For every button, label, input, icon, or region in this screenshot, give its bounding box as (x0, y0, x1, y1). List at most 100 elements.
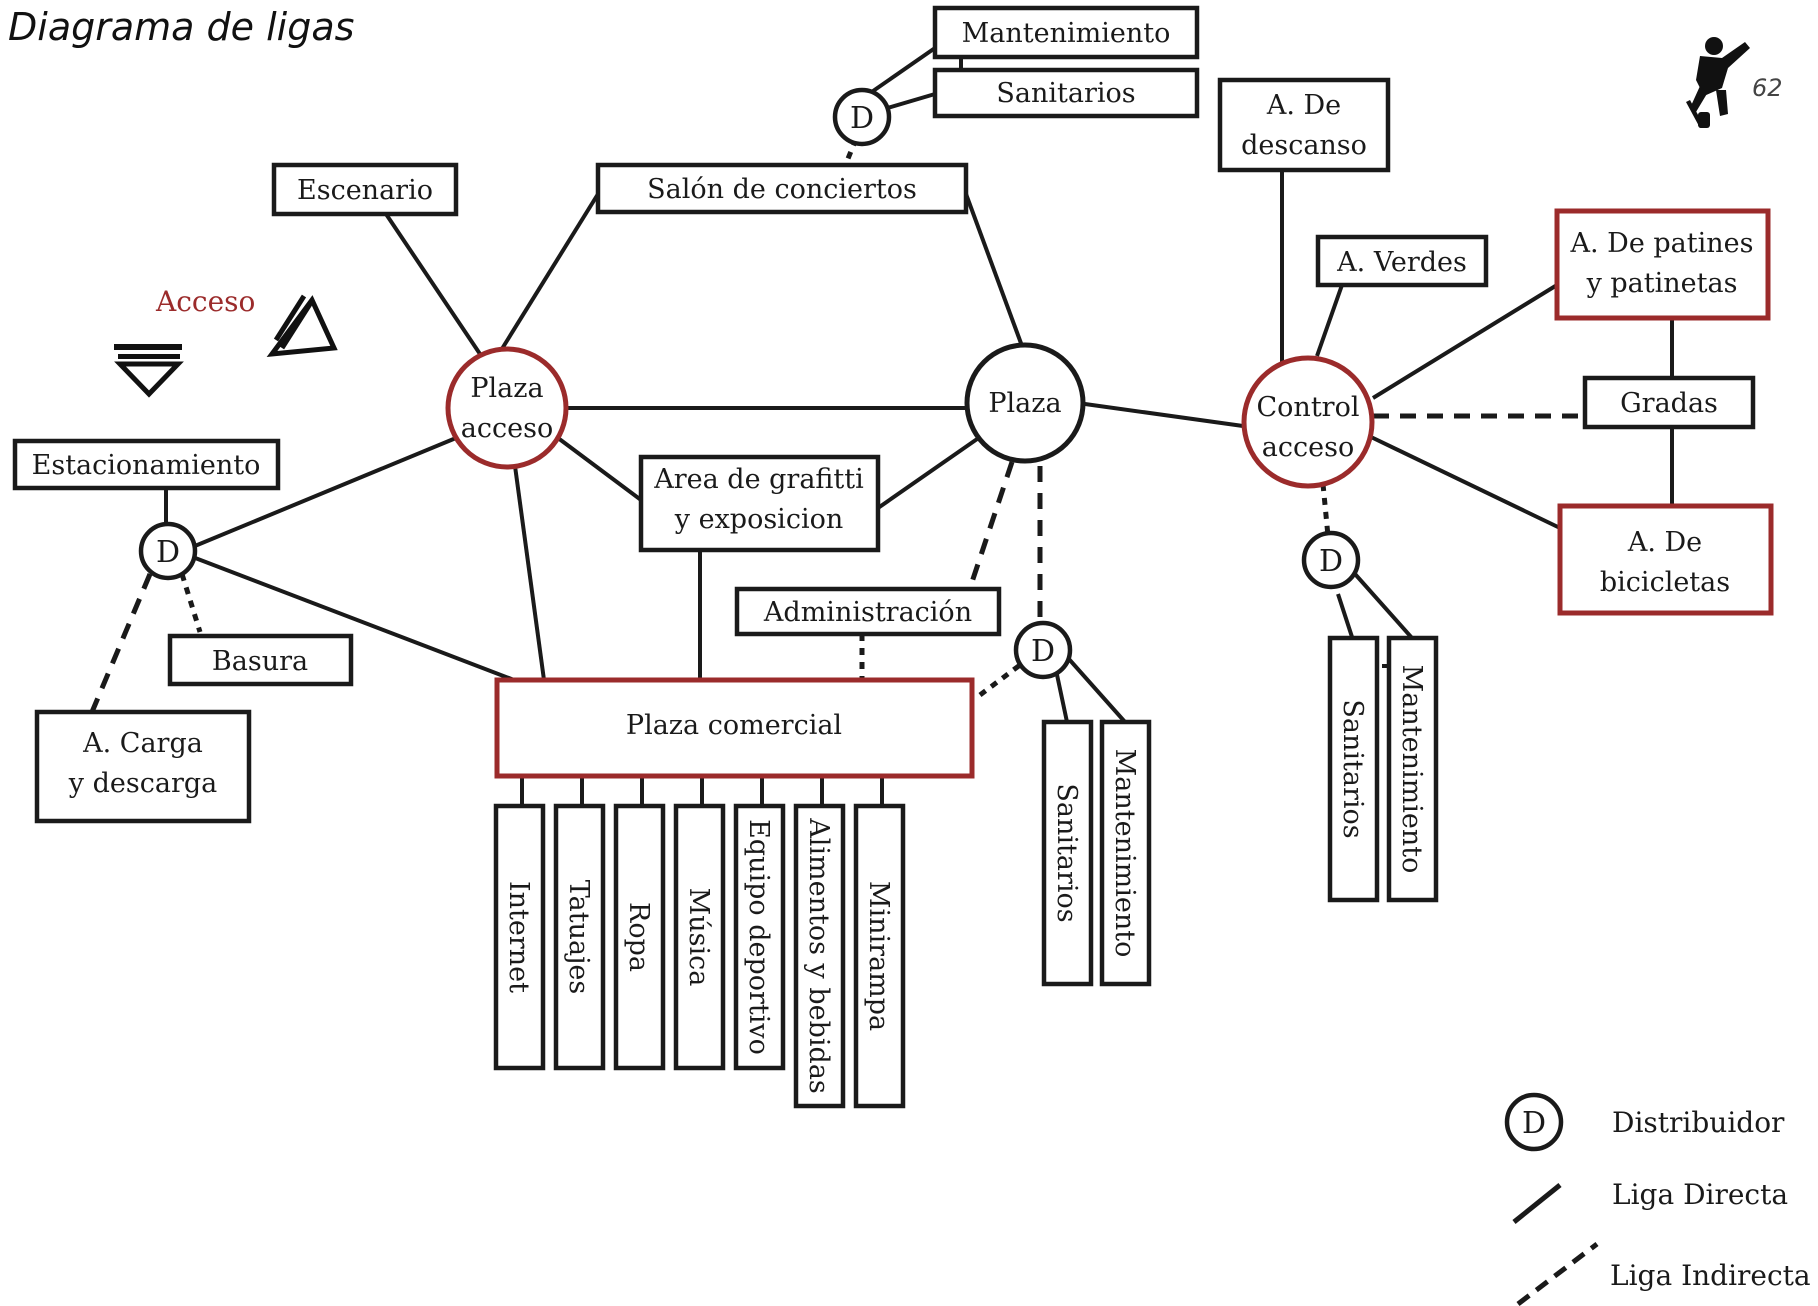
link-verdes-control (1315, 284, 1344, 357)
circle-plaza-acceso (445, 346, 569, 470)
legend-directa-label: Liga Directa (1612, 1178, 1788, 1211)
link-d-plaza-acceso (189, 436, 457, 550)
circle-control-acceso (1241, 355, 1375, 489)
direct-links (164, 46, 1674, 806)
box-minirampa (853, 803, 906, 1109)
box-mantenimiento-top (932, 5, 1200, 60)
indirect-links (89, 413, 1585, 713)
label-gradas: Gradas (1620, 388, 1718, 419)
legend-distributor-letter: D (1522, 1106, 1546, 1141)
label-descanso-1: A. De (1266, 90, 1341, 121)
box-basura (167, 633, 354, 687)
box-sanitarios-right (1327, 635, 1380, 903)
link-control-d-right (1320, 483, 1331, 537)
box-sanitarios-top (932, 67, 1200, 119)
access-label: Acceso (155, 285, 255, 318)
legend-indirecta-label: Liga Indirecta (1610, 1259, 1811, 1292)
label-grafitti-1: Area de grafitti (653, 464, 864, 495)
label-basura: Basura (212, 646, 308, 677)
skater-icon (1686, 37, 1750, 128)
label-patines-1: A. De patines (1570, 228, 1754, 259)
label-bicicletas-2: bicicletas (1600, 567, 1730, 598)
box-mantenimiento-right (1386, 635, 1439, 903)
label-control-acceso-1: Control (1257, 392, 1360, 423)
label-descanso-2: descanso (1241, 130, 1367, 161)
label-sanitarios-right: Sanitarios (1337, 699, 1368, 838)
link-d-mantenimiento-top (861, 46, 937, 100)
node-boxes (12, 5, 1756, 1109)
link-d-plaza-comercial (189, 554, 515, 682)
box-alimentos (793, 803, 846, 1109)
label-mantenimiento-right: Mantenimiento (1396, 665, 1427, 874)
box-gradas (1582, 375, 1756, 430)
link-plaza-acceso-comercial (513, 465, 546, 681)
label-mantenimiento-top: Mantenimiento (962, 18, 1171, 49)
access-arrow-down-icon (114, 344, 184, 398)
box-estacionamiento (12, 438, 281, 491)
label-plaza-comercial: Plaza comercial (626, 710, 842, 741)
link-comercial-d-mid (978, 663, 1022, 697)
box-equipo (733, 803, 786, 1071)
label-carga-2: y descarga (68, 768, 217, 799)
distributor-top-letter: D (850, 101, 874, 136)
link-control-bicicletas (1370, 435, 1561, 530)
box-sanitarios-mid (1041, 719, 1094, 987)
label-carga-1: A. Carga (82, 728, 203, 759)
link-d-basura (179, 573, 203, 633)
link-d-mantenimiento-mid (1066, 656, 1127, 724)
legend-indirect-line (1516, 1242, 1599, 1306)
box-ropa (613, 803, 666, 1071)
label-sanitarios-top: Sanitarios (996, 78, 1135, 109)
label-mantenimiento-mid: Mantenimiento (1109, 749, 1140, 958)
label-plaza-acceso-2: acceso (461, 413, 553, 444)
legend-distributor-symbol (1504, 1092, 1564, 1152)
link-plaza-administracion (967, 461, 1015, 589)
distributor-left (138, 521, 198, 581)
label-minirampa: Minirampa (863, 881, 894, 1031)
label-plaza-acceso-1: Plaza (470, 373, 543, 404)
label-ropa: Ropa (623, 902, 654, 972)
link-d-carga (89, 573, 153, 713)
box-patines (1554, 208, 1771, 321)
label-control-acceso-2: acceso (1262, 432, 1354, 463)
label-plaza: Plaza (988, 388, 1061, 419)
label-equipo: Equipo deportivo (743, 819, 774, 1055)
label-grafitti-2: y exposicion (674, 504, 843, 535)
link-salon-plaza-acceso (498, 192, 600, 354)
box-mantenimiento-mid (1099, 719, 1152, 987)
box-salon-conciertos (595, 162, 969, 215)
label-escenario: Escenario (297, 175, 433, 206)
box-descanso (1217, 77, 1391, 173)
distributor-right (1301, 530, 1361, 590)
diagram-title: Diagrama de ligas (8, 5, 354, 49)
label-estacionamiento: Estacionamiento (32, 450, 261, 481)
label-salon-conciertos: Salón de conciertos (647, 174, 917, 205)
box-bicicletas (1557, 503, 1774, 616)
link-plaza-acceso-grafitti (552, 433, 643, 502)
label-verdes: A. Verdes (1336, 247, 1467, 278)
page-number: 62 (1752, 74, 1783, 102)
box-administracion (734, 586, 1002, 637)
distributor-mid-letter: D (1031, 634, 1055, 669)
label-musica: Música (683, 888, 714, 987)
legend: Distribuidor Liga Directa Liga Indirecta (1512, 1106, 1811, 1306)
box-plaza-comercial (494, 677, 975, 779)
label-bicicletas-1: A. De (1627, 527, 1702, 558)
link-d-sanitarios-right (1336, 593, 1355, 641)
box-internet (493, 803, 546, 1071)
label-tatuajes: Tatuajes (563, 880, 594, 995)
box-tatuajes (553, 803, 606, 1071)
distributor-mid (1013, 620, 1073, 680)
box-verdes (1315, 234, 1489, 288)
legend-distribuidor-label: Distribuidor (1612, 1106, 1785, 1139)
label-sanitarios-mid: Sanitarios (1051, 783, 1082, 922)
distributor-left-letter: D (156, 535, 180, 570)
distributor-right-letter: D (1319, 544, 1343, 579)
label-internet: Internet (503, 881, 534, 993)
link-d-sanitarios-mid (1054, 669, 1069, 723)
link-grafitti-plaza (876, 435, 982, 510)
box-musica (673, 803, 726, 1071)
distributors (138, 87, 1564, 1152)
distributor-top (832, 87, 892, 147)
